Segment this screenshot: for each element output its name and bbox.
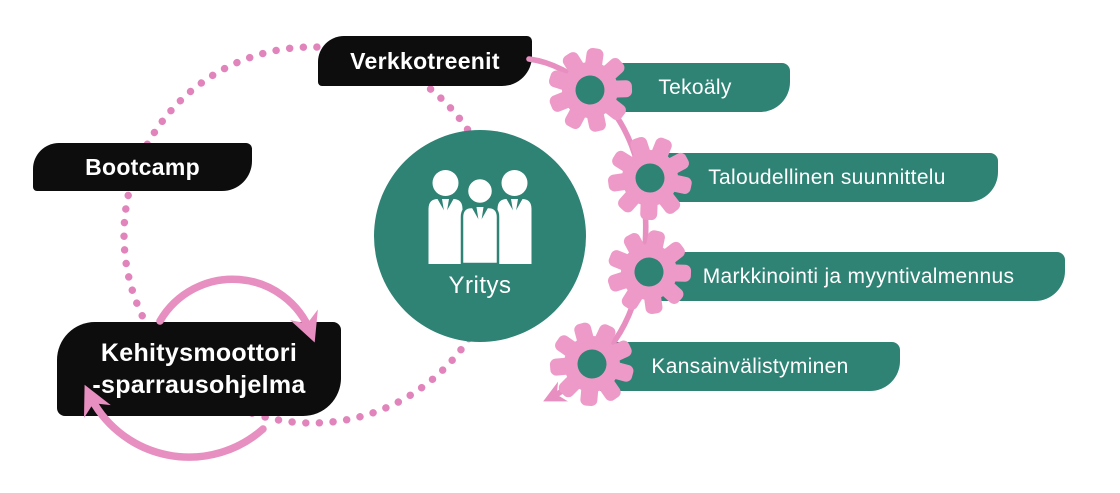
program-tag-label: Verkkotreenit: [350, 47, 500, 74]
service-bar-label: Markkinointi ja myyntivalmennus: [702, 264, 1015, 288]
program-tag-label-line2: -sparrausohjelma: [92, 371, 306, 399]
program-tag-label: Bootcamp: [85, 153, 200, 180]
service-bar-tekoaly: Tekoäly: [600, 63, 790, 112]
service-bar-label: Kansainvälistyminen: [651, 354, 849, 378]
program-tag-label-line1: Kehitysmoottori: [100, 339, 298, 367]
program-tag-kehitysmoottori: Kehitysmoottori -sparrausohjelma: [57, 322, 341, 416]
program-tag-verkkotreenit: Verkkotreenit: [318, 36, 532, 86]
service-bar-taloudellinen-suunnittelu: Taloudellinen suunnittelu: [656, 153, 998, 202]
company-circle: Yritys: [374, 130, 586, 342]
company-circle-label: Yritys: [448, 272, 512, 299]
service-bar-label: Tekoäly: [658, 75, 732, 99]
people-group-icon: [428, 170, 532, 264]
service-bar-markkinointi-ja-myyntivalmennus: Markkinointi ja myyntivalmennus: [652, 252, 1065, 301]
program-tag-bootcamp: Bootcamp: [33, 143, 252, 191]
service-bar-kansainvalistyminen: Kansainvälistyminen: [600, 342, 900, 391]
service-bar-label: Taloudellinen suunnittelu: [708, 165, 946, 189]
